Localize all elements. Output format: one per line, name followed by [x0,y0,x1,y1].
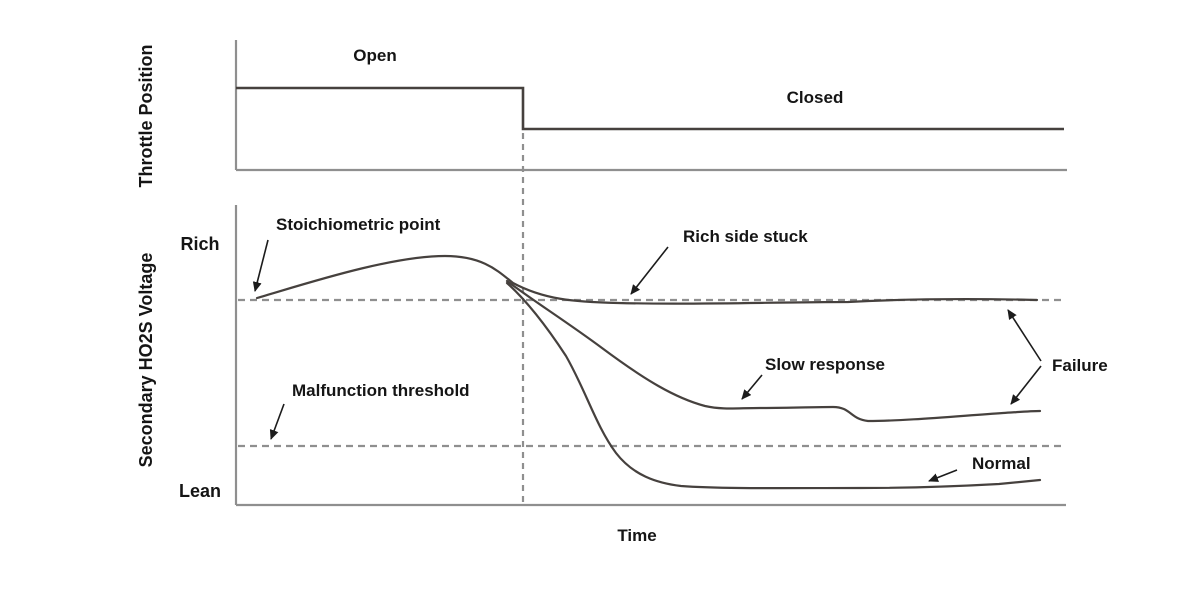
failure-arrow-lower [1010,365,1042,405]
rich-side-stuck-annotation: Rich side stuck [630,227,808,295]
failure-annotation: Failure [1007,309,1108,405]
rich-side-stuck-arrow [630,246,669,295]
normal-annotation: Normal [928,454,1031,482]
rich-side-stuck-curve [255,254,1039,305]
malfunction-threshold-annotation: Malfunction threshold [269,381,470,440]
slow-response-annotation: Slow response [741,355,885,400]
top-y-axis-label: Throttle Position [136,45,156,188]
slow-response-curve [505,279,1042,423]
slow-response-label: Slow response [765,355,885,374]
time-axis-label: Time [617,526,656,545]
failure-arrow-upper [1007,309,1042,362]
malfunction-threshold-arrow [269,403,285,440]
stoichiometric-label: Stoichiometric point [276,215,441,234]
rich-level-label: Rich [180,234,219,254]
stoichiometric-arrow [252,239,269,292]
failure-label: Failure [1052,356,1108,375]
throttle-closed-label: Closed [787,88,844,107]
stoichiometric-annotation: Stoichiometric point [252,215,441,292]
slow-response-arrow [741,374,763,400]
normal-curve [505,281,1042,490]
throttle-position-panel: Throttle Position Open Closed [136,40,1067,188]
normal-label: Normal [972,454,1031,473]
bottom-y-axis-label: Secondary HO2S Voltage [136,253,156,468]
rich-side-stuck-label: Rich side stuck [683,227,808,246]
ho2s-voltage-panel: Secondary HO2S Voltage Rich Lean Time St… [136,205,1108,545]
throttle-open-label: Open [353,46,396,65]
normal-arrow [928,469,958,482]
throttle-trace [236,86,1064,131]
malfunction-threshold-label: Malfunction threshold [292,381,470,400]
lean-level-label: Lean [179,481,221,501]
